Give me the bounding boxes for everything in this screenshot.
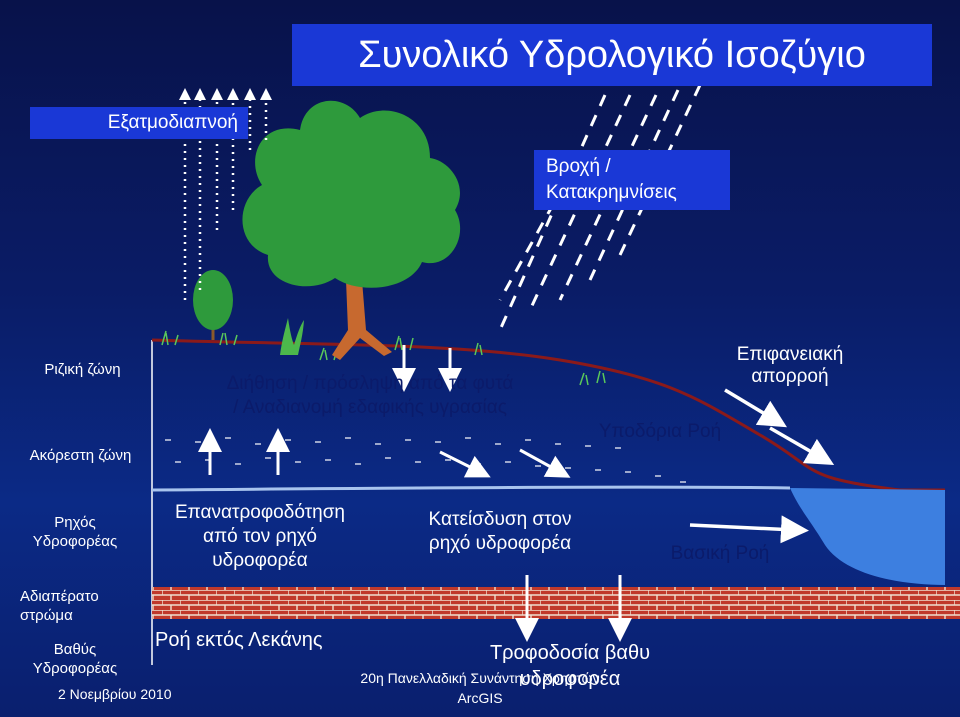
- rain-label-line2: Κατακρημνίσεις: [546, 182, 677, 203]
- tree-icon: [242, 100, 461, 360]
- infiltration-l2: / Αναδιανομή εδαφικής υγρασίας: [233, 397, 507, 418]
- footer-conference: 20η Πανελλαδική Συνάντηση Χρηστών ArcGIS: [330, 668, 630, 708]
- grass-clump: [280, 318, 304, 355]
- upward-arrows: [198, 428, 290, 475]
- rain-label-line1: Βροχή /: [546, 156, 611, 177]
- subsurface-flow-label: Υποδόρια Ροή: [598, 421, 722, 442]
- zone-shallow-aquifer: Ρηχός Υδροφορέας: [10, 513, 140, 551]
- baseflow-label: Βασική Ροή: [670, 543, 770, 564]
- deep-feed-label: Τροφοδοσία βαθυ υδροφορέα: [455, 640, 685, 692]
- zone-impermeable-l1: Αδιαπέρατο: [20, 588, 99, 605]
- zone-deep-aquifer: Βαθύς Υδροφορέας: [10, 640, 140, 678]
- evaporation-label: Εξατμοδιαπνοή: [30, 107, 248, 139]
- grass-tufts: [161, 330, 606, 386]
- deep-feed-l1: Τροφοδοσία βαθυ: [489, 642, 651, 664]
- tree-canopy: [242, 100, 461, 288]
- percolation-l2: ρηχό υδροφορέα: [428, 533, 572, 554]
- surface-l1: Επιφανειακή: [736, 344, 844, 365]
- surface-runoff-label: Επιφανειακή απορροή: [710, 344, 870, 388]
- zone-shallow-l1: Ρηχός: [54, 514, 96, 531]
- recharge-label: Επανατροφοδότηση από τον ρηχό υδροφορέα: [160, 501, 360, 573]
- ground-surface-line: [151, 338, 945, 492]
- zone-impermeable: Αδιαπέρατο στρώμα: [20, 587, 100, 625]
- page-title: Συνολικό Υδρολογικό Ισοζύγιο: [292, 24, 932, 86]
- baseflow-arrow: [689, 515, 809, 544]
- zone-deep-l1: Βαθύς: [53, 641, 97, 658]
- deep-percolation-arrows: [515, 575, 632, 642]
- infiltration-l1: Διήθηση / πρόσληψη από τα φυτά: [226, 373, 514, 394]
- stream-water: [790, 488, 945, 585]
- surface-l2: απορροή: [751, 366, 829, 387]
- outflow-label: Ροή εκτός Λεκάνης: [155, 629, 323, 651]
- infiltration-label: Διήθηση / πρόσληψη από τα φυτά / Αναδιαν…: [170, 372, 570, 420]
- zone-shallow-l2: Υδροφορέας: [32, 533, 118, 550]
- recharge-l2: από τον ρηχό: [203, 526, 317, 547]
- percolation-label: Κατείσδυση στον ρηχό υδροφορέα: [395, 508, 605, 556]
- zone-unsaturated: Ακόρεστη ζώνη: [29, 447, 132, 464]
- zone-deep-l2: Υδροφορέας: [32, 660, 118, 677]
- percolation-arrows: [392, 345, 462, 392]
- recharge-l1: Επανατροφοδότηση: [175, 502, 345, 523]
- water-table-line: [151, 485, 791, 492]
- deep-feed-l2: υδροφορέα: [519, 668, 621, 690]
- evaporation-arrowheads: [179, 88, 272, 100]
- percolation-l1: Κατείσδυση στον: [428, 509, 572, 530]
- footer-date: 2 Νοεμβρίου 2010: [58, 686, 172, 702]
- soil-dashes: [165, 437, 686, 483]
- bush-icon: [193, 270, 233, 340]
- recharge-l3: υδροφορέα: [212, 550, 308, 571]
- rain-label: Βροχή / Κατακρημνίσεις: [534, 150, 730, 210]
- footer-conf-l1: 20η Πανελλαδική Συνάντηση Χρηστών: [360, 670, 600, 686]
- subsurface-flow-arrows: [439, 448, 571, 478]
- footer-conf-l2: ArcGIS: [457, 690, 503, 706]
- surface-runoff-arrows: [724, 388, 835, 465]
- zone-root: Ριζική ζώνη: [44, 361, 121, 378]
- zone-impermeable-l2: στρώμα: [20, 607, 73, 624]
- tree-trunk: [332, 280, 392, 360]
- impermeable-layer: [152, 587, 960, 619]
